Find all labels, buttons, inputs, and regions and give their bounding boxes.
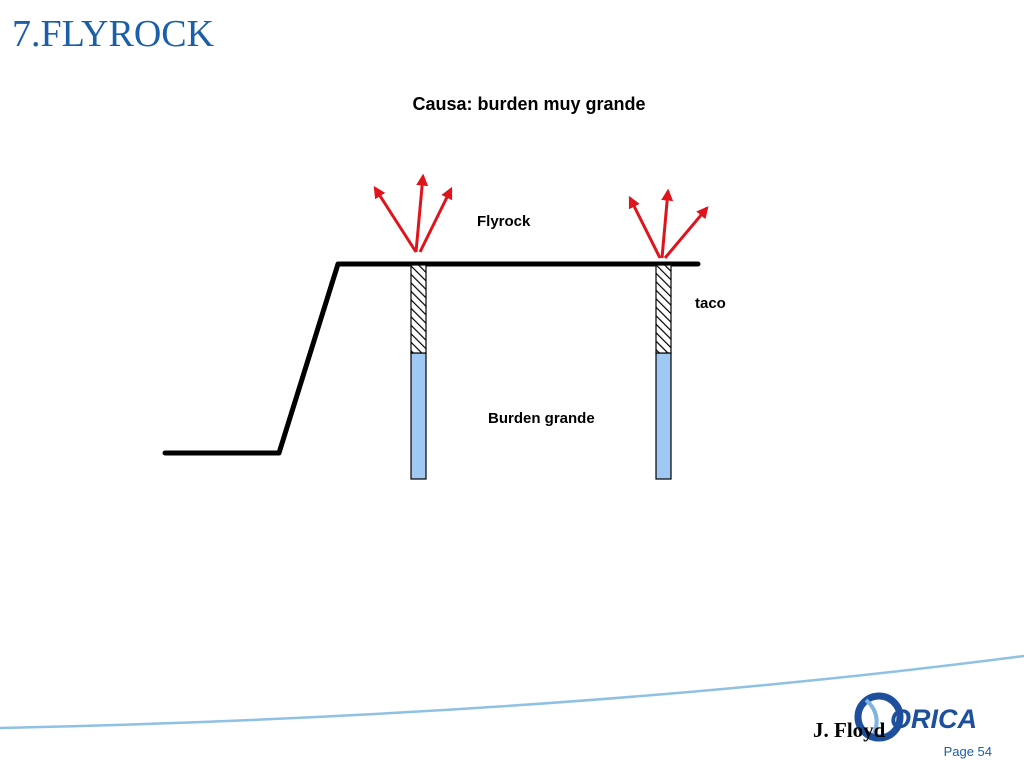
- author-name: J. Floyd: [813, 718, 886, 742]
- stemming-label: taco: [695, 295, 726, 312]
- flyrock-arrow: [663, 206, 709, 259]
- flyrock-label: Flyrock: [477, 213, 531, 230]
- flyrock-arrows-1: [373, 173, 453, 253]
- orica-logo: ORICA: [854, 692, 977, 742]
- diagram-subtitle: Causa: burden muy grande: [412, 94, 646, 114]
- logo-wordmark: ORICA: [890, 704, 977, 734]
- stemming-2: [655, 264, 672, 354]
- flyrock-arrow: [418, 186, 453, 253]
- flyrock-arrow: [373, 185, 418, 253]
- explosive-column-2: [655, 352, 672, 480]
- logo-emblem-icon: [854, 692, 904, 742]
- explosive-column-1: [410, 352, 427, 480]
- slide-title: 7.FLYROCK: [12, 13, 215, 55]
- burden-label: Burden grande: [488, 410, 595, 427]
- bench-profile: [162, 261, 701, 456]
- flyrock-arrow: [660, 188, 674, 259]
- blasthole-1: [410, 264, 427, 480]
- footer-swoosh: [0, 654, 1024, 730]
- blasthole-2: [655, 264, 672, 480]
- flyrock-arrow: [628, 195, 662, 259]
- flyrock-arrows-2: [628, 188, 709, 259]
- stemming-1: [410, 264, 427, 354]
- flyrock-arrow: [414, 173, 429, 253]
- page-number: Page 54: [943, 744, 992, 759]
